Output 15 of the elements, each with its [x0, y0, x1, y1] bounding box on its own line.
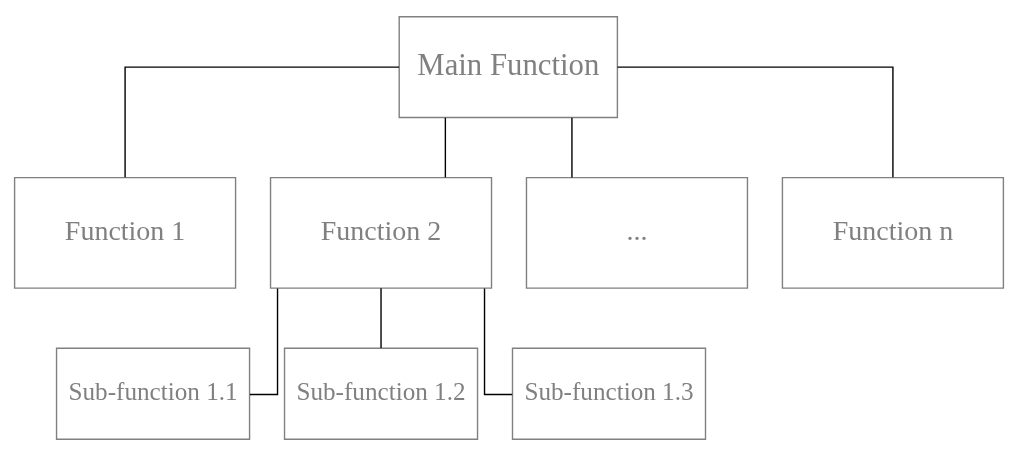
- connector: [444, 117, 446, 179]
- connector: [616, 66, 894, 178]
- node-box: Function 2: [269, 176, 492, 289]
- node-box: Function n: [781, 176, 1004, 289]
- connector: [483, 287, 513, 396]
- node-box: Function 1: [13, 176, 236, 289]
- connector: [379, 287, 382, 349]
- connector: [570, 117, 573, 179]
- node-box: Sub-function 1.1: [55, 347, 250, 440]
- node-box: ...: [525, 176, 748, 289]
- connector: [248, 287, 278, 396]
- node-box: Sub-function 1.3: [511, 347, 706, 440]
- node-box: Main Function: [398, 16, 618, 119]
- connector: [123, 66, 400, 178]
- node-box: Sub-function 1.2: [283, 347, 478, 440]
